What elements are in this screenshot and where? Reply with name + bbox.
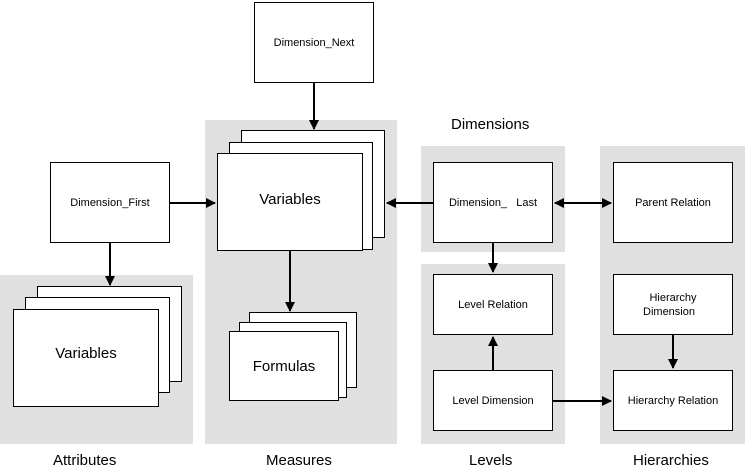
measures-variables-box: Variables: [217, 153, 363, 251]
formulas-box: Formulas: [229, 331, 339, 401]
parent-relation-label: Parent Relation: [635, 196, 711, 209]
dimension-last-box: Dimension_ Last: [433, 162, 553, 243]
dimension-first-box: Dimension_First: [50, 162, 170, 243]
label-hierarchies: Hierarchies: [633, 452, 709, 469]
level-relation-label: Level Relation: [458, 298, 528, 311]
label-levels: Levels: [469, 452, 513, 469]
attributes-variables-box: Variables: [13, 309, 159, 407]
level-dimension-box: Level Dimension: [433, 370, 553, 431]
hierarchy-dimension-box: Hierarchy Dimension: [613, 274, 733, 335]
label-attributes: Attributes: [53, 452, 117, 469]
level-dimension-label: Level Dimension: [452, 394, 534, 407]
measures-variables-label: Variables: [259, 191, 321, 208]
hierarchy-dimension-label-line2: Dimension: [643, 305, 695, 318]
hierarchy-relation-label: Hierarchy Relation: [627, 394, 719, 407]
parent-relation-box: Parent Relation: [613, 162, 733, 243]
attributes-variables-label: Variables: [55, 344, 117, 362]
dimension-first-label: Dimension_First: [70, 196, 150, 209]
hierarchy-relation-box: Hierarchy Relation: [613, 370, 733, 431]
hierarchy-dimension-label-line1: Hierarchy: [649, 291, 697, 304]
level-relation-box: Level Relation: [433, 274, 553, 335]
formulas-label: Formulas: [252, 357, 316, 375]
dimension-last-label: Dimension_ Last: [448, 196, 538, 209]
dimension-next-label: Dimension_Next: [273, 36, 355, 49]
label-dimensions: Dimensions: [451, 116, 530, 133]
dimension-next-box: Dimension_Next: [254, 2, 374, 83]
label-measures: Measures: [266, 452, 332, 469]
